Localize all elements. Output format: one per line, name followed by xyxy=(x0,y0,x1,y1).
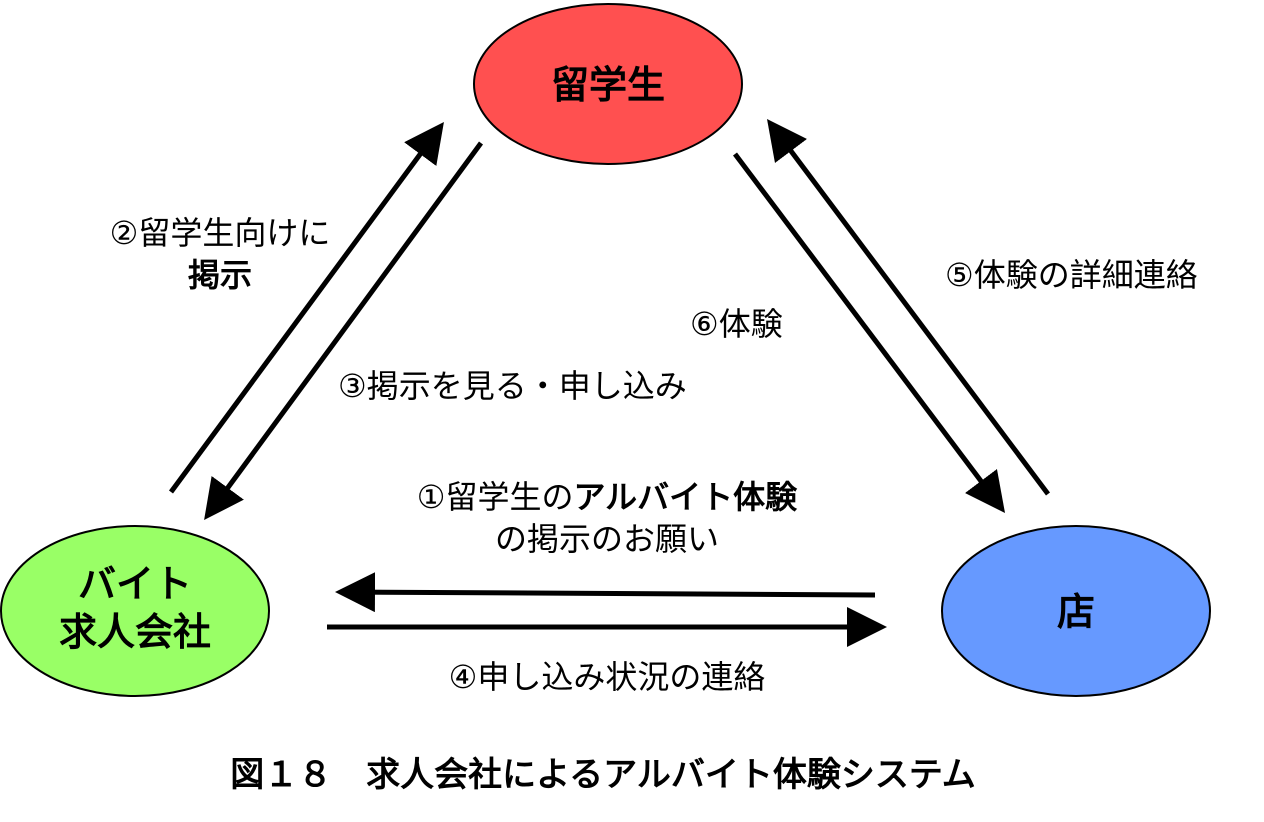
node-shop: 店 xyxy=(941,525,1211,697)
student-label: 留学生 xyxy=(551,63,665,107)
agency-label-line1: バイト xyxy=(78,562,192,606)
step1-prefix: ①留学生の xyxy=(417,478,574,516)
step2-label-line2: 掲示 xyxy=(188,256,252,294)
arrow-student-to-shop xyxy=(733,152,1006,513)
agency-label-line2: 求人会社 xyxy=(59,610,211,654)
step4-label: ④申し込み状況の連絡 xyxy=(449,658,766,696)
shop-ellipse xyxy=(941,525,1211,697)
shop-label: 店 xyxy=(1057,590,1095,634)
arrow-shop-to-student xyxy=(767,118,1051,496)
figure-caption: 図１８ 求人会社によるアルバイト体験システム xyxy=(230,755,976,795)
step1-label-line1: ①留学生のアルバイト体験 xyxy=(417,478,798,516)
step2-label-line1: ②留学生向けに xyxy=(110,214,331,252)
arrow-agency-to-student xyxy=(168,121,444,494)
node-agency: バイト 求人会社 xyxy=(0,525,270,697)
step1-bold: アルバイト体験 xyxy=(574,478,799,516)
arrow-shop-to-agency xyxy=(335,572,876,613)
arrow-student-to-agency xyxy=(204,141,484,521)
agency-ellipse xyxy=(0,525,270,697)
step5-label: ⑤体験の詳細連絡 xyxy=(945,256,1198,294)
step3-label: ③掲示を見る・申し込み xyxy=(338,367,687,405)
step1-label-line2: の掲示のお願い xyxy=(495,520,719,558)
student-ellipse xyxy=(473,3,743,165)
node-student: 留学生 xyxy=(473,3,743,165)
step6-label: ⑥体験 xyxy=(690,305,783,343)
